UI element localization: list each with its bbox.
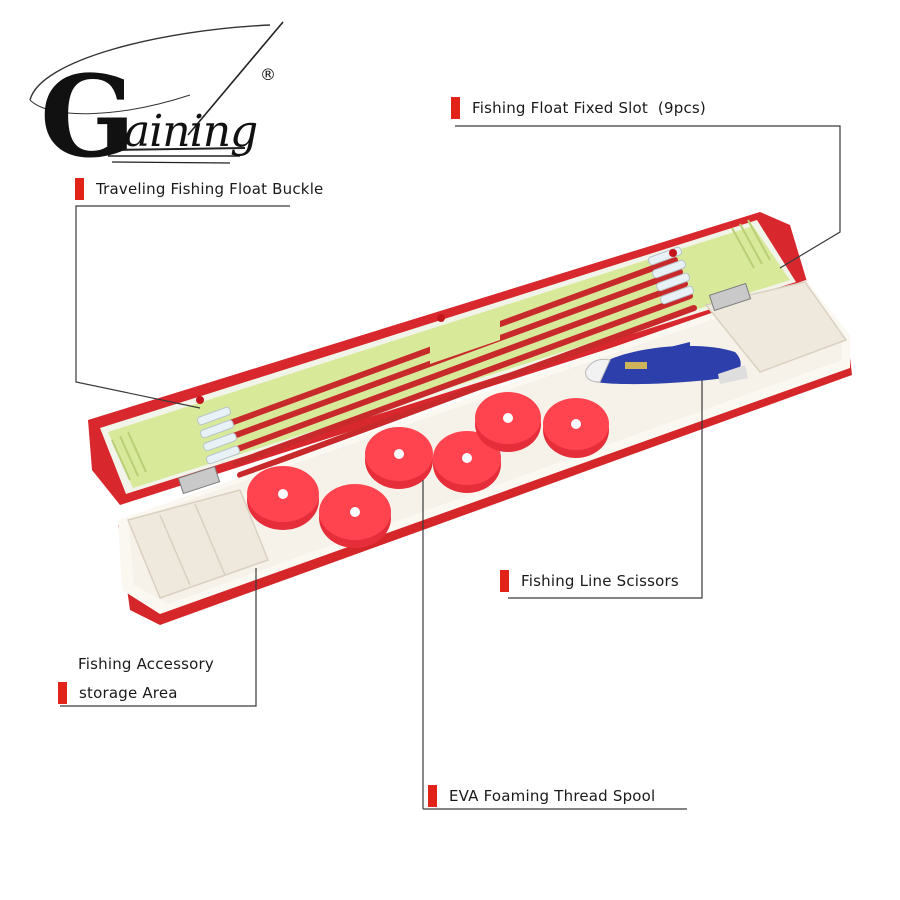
spool <box>319 484 391 548</box>
thread-spools <box>247 392 609 548</box>
registered-mark: ® <box>260 65 276 84</box>
callout-marker <box>428 785 437 807</box>
callout-scissors: Fishing Line Scissors <box>500 570 679 592</box>
line-scissors <box>585 342 748 385</box>
end-pads <box>111 219 771 481</box>
spool <box>543 398 609 458</box>
callout-float-buckle-label: Traveling Fishing Float Buckle <box>96 180 324 198</box>
brand-name: aining <box>124 106 258 157</box>
spool <box>247 466 319 530</box>
spool <box>433 431 501 493</box>
brand-swoosh <box>29 21 284 164</box>
callout-marker <box>500 570 509 592</box>
callout-float-slot: Fishing Float Fixed Slot (9pcs) <box>451 97 706 119</box>
callout-marker <box>75 178 84 200</box>
callout-marker <box>58 682 67 704</box>
leader-lines <box>60 125 841 810</box>
callout-scissors-label: Fishing Line Scissors <box>521 572 679 590</box>
hinges <box>177 282 752 495</box>
callout-storage: storage Area <box>58 682 178 704</box>
callout-float-buckle: Traveling Fishing Float Buckle <box>75 178 323 200</box>
callout-spool: EVA Foaming Thread Spool <box>428 785 655 807</box>
float-slots <box>222 257 697 478</box>
brand-initial: G <box>40 52 136 183</box>
case-lid <box>88 212 808 505</box>
callout-storage-line1: Fishing Accessory <box>78 655 214 673</box>
callout-marker <box>451 97 460 119</box>
spool <box>365 427 433 489</box>
spool <box>475 392 541 452</box>
callout-float-slot-label: Fishing Float Fixed Slot (9pcs) <box>472 99 706 117</box>
storage-compartments <box>126 489 269 599</box>
callout-storage-label: storage Area <box>79 684 178 702</box>
callout-spool-label: EVA Foaming Thread Spool <box>449 787 656 805</box>
